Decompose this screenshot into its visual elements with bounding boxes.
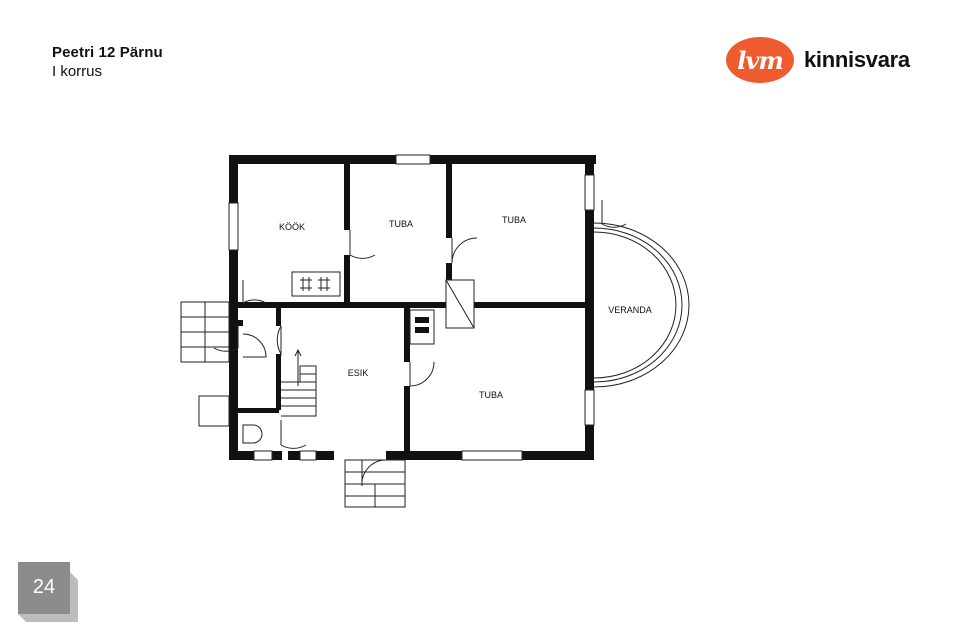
- room-label-room3: TUBA: [479, 390, 503, 400]
- fireplace: [409, 309, 435, 345]
- interior-walls: [235, 160, 589, 454]
- exterior-steps-bottom: [344, 459, 406, 508]
- room-label-room1: TUBA: [389, 219, 413, 229]
- room-label-hall: ESIK: [348, 368, 369, 378]
- room-label-kitchen: KÖÖK: [279, 222, 305, 232]
- room-label-veranda: VERANDA: [608, 305, 652, 315]
- logo-badge: lvm: [726, 37, 794, 83]
- logo-text: kinnisvara: [804, 47, 910, 72]
- toilet: [242, 424, 263, 444]
- floor-label: I korrus: [52, 63, 103, 80]
- page-badge-shape: [18, 562, 78, 622]
- chimney: [445, 279, 475, 329]
- veranda-outline: [593, 222, 690, 388]
- page-number-badge: 24: [18, 562, 80, 622]
- staircase: [281, 348, 317, 417]
- windows: [228, 154, 595, 461]
- page-number: 24: [32, 575, 56, 598]
- property-address: Peetri 12 Pärnu: [52, 44, 163, 61]
- stove: [291, 271, 341, 297]
- exterior-steps-left: [180, 301, 230, 427]
- room-label-room2: TUBA: [502, 215, 526, 225]
- veranda-door: [601, 200, 627, 228]
- company-logo: lvm kinnisvara: [726, 37, 910, 83]
- header: Peetri 12 Pärnu I korrus: [52, 44, 163, 80]
- outer-walls: [229, 155, 596, 460]
